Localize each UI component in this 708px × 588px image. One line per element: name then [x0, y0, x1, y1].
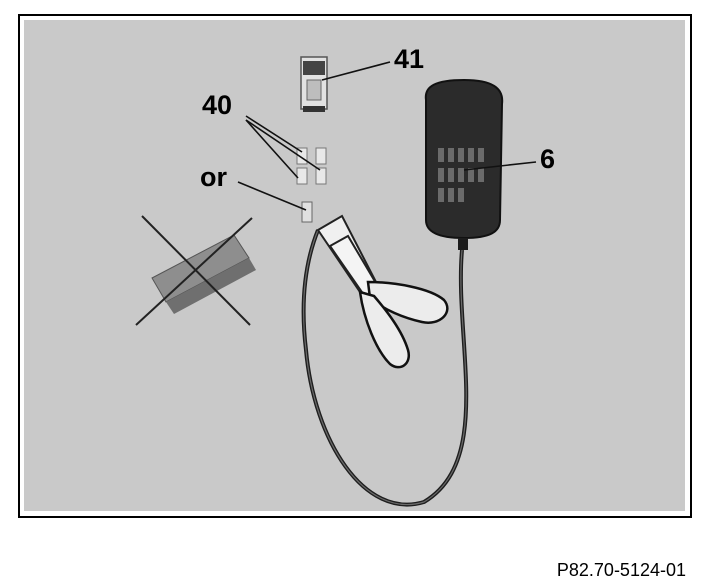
connector-or: [301, 201, 313, 223]
crossed-out-part: [135, 215, 256, 326]
connectors-40: [296, 147, 327, 185]
crocodile-clip: [316, 214, 449, 369]
charger-device: [424, 78, 504, 250]
callout-41: 41: [394, 44, 425, 74]
cable: [301, 229, 469, 507]
callout-40: 40: [202, 90, 233, 120]
figure-panel: 41 40 or 6: [24, 20, 685, 511]
figure-id: P82.70-5124-01: [556, 560, 686, 580]
illustration: [135, 56, 537, 507]
leader-lines: [237, 61, 537, 211]
connector-41: [300, 56, 328, 112]
callout-or: or: [200, 162, 227, 192]
callout-6: 6: [540, 144, 556, 174]
